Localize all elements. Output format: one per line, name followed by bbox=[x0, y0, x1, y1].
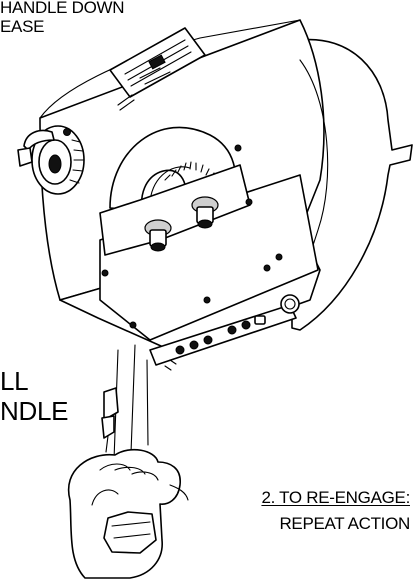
instruction-top-line1: HANDLE DOWN bbox=[0, 0, 125, 17]
hand-grip bbox=[67, 448, 189, 579]
step2-heading: 2. TO RE-ENGAGE: bbox=[261, 488, 410, 507]
brand-mark bbox=[117, 94, 135, 111]
lower-panel bbox=[99, 174, 319, 341]
label-plate bbox=[109, 27, 206, 98]
release-cord bbox=[101, 344, 149, 481]
instruction-top-line2: EASE bbox=[0, 17, 45, 36]
step2-action: REPEAT ACTION bbox=[279, 514, 410, 533]
instruction-pull-line1: LL bbox=[0, 366, 29, 396]
screws bbox=[63, 128, 283, 329]
instruction-pull-line2: NDLE bbox=[0, 396, 69, 426]
terminal-strip bbox=[149, 294, 300, 371]
release-knob bbox=[17, 125, 85, 195]
